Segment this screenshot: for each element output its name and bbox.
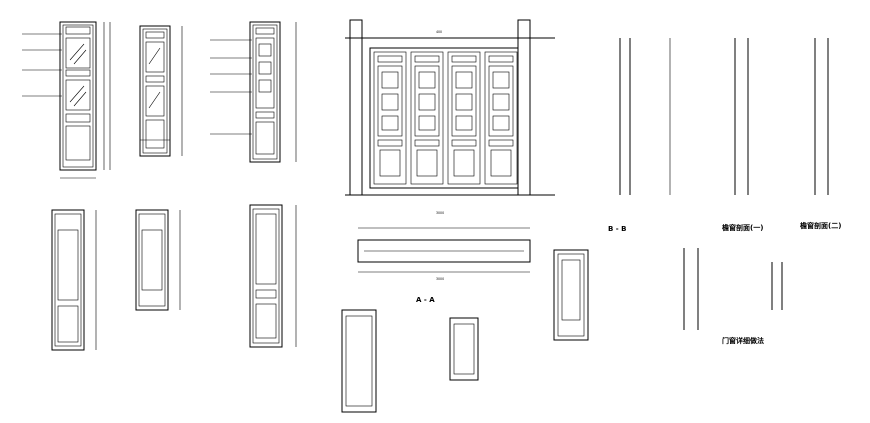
caption-eave-section-1: 檐窗剖面(一) — [722, 223, 763, 232]
caption-eave-section-2: 檐窗剖面(二) — [800, 221, 841, 230]
door-elevation-glazed — [22, 21, 111, 179]
door-elevation-plain — [139, 25, 183, 157]
caption-section-b: B - B — [608, 225, 626, 233]
section-a-elevation — [341, 309, 479, 413]
main-screen-elevation: 400 3000 — [345, 19, 555, 215]
main-width-dimension: 3000 — [436, 211, 444, 215]
lattice-door-elevation-middle — [135, 209, 181, 311]
caption-door-window-detail: 门窗详细做法 — [722, 336, 764, 345]
eave-section-views — [619, 38, 829, 195]
plan-width-dimension: 3000 — [436, 277, 444, 281]
lattice-door-elevation-left — [51, 209, 97, 351]
lattice-door-elevation-bottom — [249, 204, 297, 348]
lattice-window-elevation — [553, 249, 589, 341]
door-window-detail-sections — [683, 248, 783, 330]
caption-section-a: A - A — [416, 296, 435, 304]
main-top-dimension: 400 — [436, 30, 442, 34]
section-plan-view: 3000 — [357, 227, 531, 281]
lattice-door-elevation-top — [210, 21, 297, 163]
